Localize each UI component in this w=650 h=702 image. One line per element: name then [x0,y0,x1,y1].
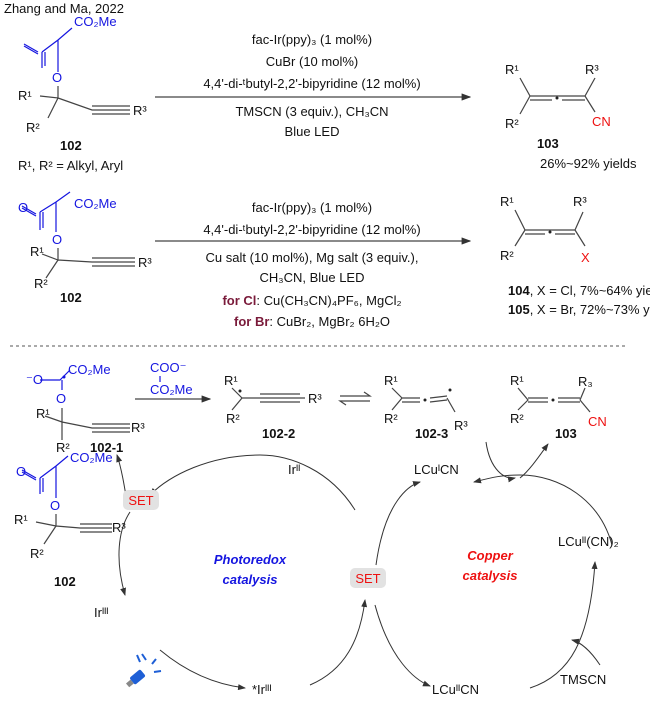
byproduct-top: COO⁻ [150,360,186,375]
arrow-to-103-cycle [485,441,516,483]
photoredox-label: Photoredox [214,552,287,567]
svg-text:R³: R³ [112,520,126,535]
svg-text:105, X = Br, 72%~73% yields: 105, X = Br, 72%~73% yields [508,302,650,317]
svg-text:R²: R² [226,411,240,426]
svg-text:R²: R² [26,120,40,135]
svg-text:R¹: R¹ [18,88,32,103]
svg-text:X: X [581,250,590,265]
set-badge-left [123,490,159,510]
svg-text:R³: R³ [131,420,145,435]
svg-text:O: O [52,232,62,247]
lcu-ii-cn2-label: LCuᴵᴵ(CN)₂ [558,534,619,549]
svg-text:R³: R³ [454,418,468,433]
svg-text:R¹: R¹ [30,244,44,259]
svg-text:O: O [16,464,26,479]
svg-text:O: O [18,200,28,215]
svg-text:R₃: R₃ [578,374,593,389]
ir-ii-label: Irᴵᴵ [288,462,300,477]
svg-text:R²: R² [384,411,398,426]
svg-text:R¹: R¹ [510,373,524,388]
svg-text:fac-Ir(ppy)₃ (1 mol%): fac-Ir(ppy)₃ (1 mol%) [252,32,372,47]
svg-text:O: O [56,391,66,406]
svg-text:R¹, R² = Alkyl, Aryl: R¹, R² = Alkyl, Aryl [18,158,123,173]
svg-text:103: 103 [555,426,577,441]
svg-text:R²: R² [505,116,519,131]
substrate-102-mechanism: CO₂Me O O R¹ R² R³ 102 [14,450,126,589]
photoredox-cycle [116,454,368,691]
svg-text:fac-Ir(ppy)₃ (1 mol%): fac-Ir(ppy)₃ (1 mol%) [252,200,372,215]
intermediate-102-3: R¹ R² R³ 102-3 [384,373,468,441]
svg-text:TMSCN (3 equiv.), CH₃CN: TMSCN (3 equiv.), CH₃CN [235,104,388,119]
svg-text:R²: R² [500,248,514,263]
svg-text:R²: R² [510,411,524,426]
lcu-ii-cn-label: LCuᴵᴵCN [432,682,479,697]
svg-text:R²: R² [56,440,70,455]
svg-text:102: 102 [60,290,82,305]
intermediate-102-1: ⁻O CO₂Me O R¹ R² R³ 102-1 [26,362,145,455]
byproduct-bottom: CO₂Me [150,382,193,397]
svg-text:R³: R³ [585,62,599,77]
substrate-102-middle: CO₂Me O O R¹ R² R³ 102 [18,191,152,305]
svg-text:Cu salt (10 mol%), Mg salt (3: Cu salt (10 mol%), Mg salt (3 equiv.), [206,250,419,265]
svg-text:CO₂Me: CO₂Me [74,14,117,29]
svg-text:O: O [52,70,62,85]
product-103-top: R¹ R³ R² CN 103 26%~92% yields [505,62,637,171]
svg-text:R¹: R¹ [224,373,238,388]
svg-text:SET: SET [355,571,380,586]
svg-text:26%~92% yields: 26%~92% yields [540,156,637,171]
svg-text:CO₂Me: CO₂Me [70,450,113,465]
svg-text:4,4'-di-ᵗbutyl-2,2'-bipyridine: 4,4'-di-ᵗbutyl-2,2'-bipyridine (12 mol%) [203,76,420,91]
svg-text:R¹: R¹ [505,62,519,77]
svg-text:catalysis: catalysis [223,572,278,587]
citation: Zhang and Ma, 2022 [4,1,124,16]
svg-text:103: 103 [537,136,559,151]
reaction1-conditions: fac-Ir(ppy)₃ (1 mol%) CuBr (10 mol%) 4,4… [155,32,472,139]
svg-text:Blue LED: Blue LED [285,124,340,139]
svg-text:CO₂Me: CO₂Me [68,362,111,377]
copper-cycle [374,474,613,689]
svg-text:R¹: R¹ [36,406,50,421]
svg-text:R²: R² [34,276,48,291]
set-badge-center [350,568,386,588]
svg-text:102-1: 102-1 [90,440,123,455]
svg-text:CN: CN [592,114,611,129]
svg-text:R³: R³ [308,391,322,406]
svg-text:102: 102 [54,574,76,589]
svg-text:4,4'-di-ᵗbutyl-2,2'-bipyridine: 4,4'-di-ᵗbutyl-2,2'-bipyridine (12 mol%) [203,222,420,237]
svg-text:R³: R³ [138,255,152,270]
copper-label: Copper [467,548,513,563]
svg-text:CuBr (10 mol%): CuBr (10 mol%) [266,54,358,69]
svg-text:R²: R² [30,546,44,561]
svg-text:catalysis: catalysis [463,568,518,583]
svg-text:102-2: 102-2 [262,426,295,441]
svg-text:102: 102 [60,138,82,153]
substrate-102-top: CO₂Me O R¹ R² R³ 102 R¹, R² = Alkyl, Ary… [18,14,147,173]
svg-text:R³: R³ [573,194,587,209]
svg-text:for Cl: Cu(CH₃CN)₄PF₆, MgCl₂: for Cl: Cu(CH₃CN)₄PF₆, MgCl₂ [222,293,401,308]
reaction2-conditions: fac-Ir(ppy)₃ (1 mol%) 4,4'-di-ᵗbutyl-2,2… [155,200,472,329]
svg-text:R¹: R¹ [14,512,28,527]
svg-text:CN: CN [588,414,607,429]
svg-text:CH₃CN, Blue LED: CH₃CN, Blue LED [260,270,365,285]
blue-led-icon [125,653,162,688]
svg-text:SET: SET [128,493,153,508]
product-104-105: R¹ R³ R² X 104, X = Cl, 7%~64% yields 10… [500,194,650,317]
ir-iii-excited-label: *Irᴵᴵᴵ [252,682,272,697]
svg-text:CO₂Me: CO₂Me [74,196,117,211]
intermediate-102-2: R¹ R² R³ 102-2 [224,373,322,441]
arrow-release-103 [519,443,549,479]
tmscn-label: TMSCN [560,672,606,687]
svg-text:R³: R³ [133,103,147,118]
product-103-mechanism: R¹ R² R₃ CN 103 [510,373,607,441]
equilibrium-arrows [338,391,372,406]
lcu-i-cn-label: LCuᴵCN [414,462,459,477]
svg-text:R¹: R¹ [500,194,514,209]
svg-text:for Br: CuBr₂, MgBr₂ 6H₂O: for Br: CuBr₂, MgBr₂ 6H₂O [234,314,390,329]
svg-text:104, X = Cl, 7%~64% yields: 104, X = Cl, 7%~64% yields [508,283,650,298]
svg-text:O: O [50,498,60,513]
svg-text:⁻O: ⁻O [26,372,43,387]
ir-iii-label: Irᴵᴵᴵ [94,605,108,620]
svg-text:R¹: R¹ [384,373,398,388]
svg-text:102-3: 102-3 [415,426,448,441]
